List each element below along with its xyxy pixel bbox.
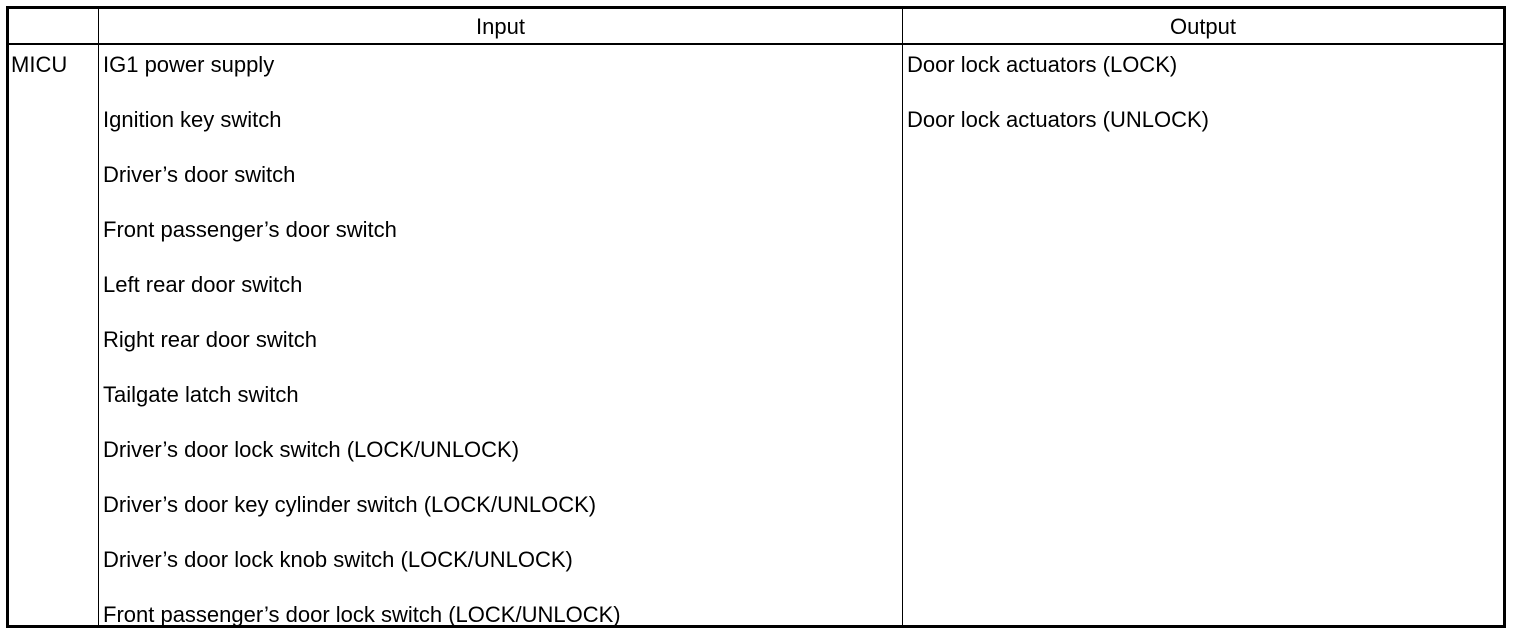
input-item: Driver’s door key cylinder switch (LOCK/… bbox=[103, 492, 597, 517]
input-item: Left rear door switch bbox=[103, 272, 303, 297]
input-item: Front passenger’s door switch bbox=[103, 217, 397, 242]
output-item: Door lock actuators (LOCK) bbox=[907, 52, 1178, 77]
output-item: Door lock actuators (UNLOCK) bbox=[907, 107, 1209, 132]
row-label-micu: MICU bbox=[11, 52, 68, 77]
header-input: Input bbox=[476, 14, 525, 39]
input-item: Tailgate latch switch bbox=[103, 382, 299, 407]
input-item: Driver’s door lock knob switch (LOCK/UNL… bbox=[103, 547, 573, 572]
input-item: Right rear door switch bbox=[103, 327, 317, 352]
header-row-label bbox=[9, 9, 98, 43]
io-table: Input Output MICU IG1 power supply Ignit… bbox=[6, 6, 1506, 628]
header-output: Output bbox=[1169, 14, 1237, 39]
column-divider-label bbox=[98, 9, 99, 625]
input-item: Front passenger’s door lock switch (LOCK… bbox=[103, 602, 621, 627]
input-item: Driver’s door switch bbox=[103, 162, 296, 187]
header-divider bbox=[9, 43, 1503, 45]
input-item: IG1 power supply bbox=[103, 52, 275, 77]
column-divider-input bbox=[902, 9, 903, 625]
input-item: Ignition key switch bbox=[103, 107, 282, 132]
input-item: Driver’s door lock switch (LOCK/UNLOCK) bbox=[103, 437, 520, 462]
